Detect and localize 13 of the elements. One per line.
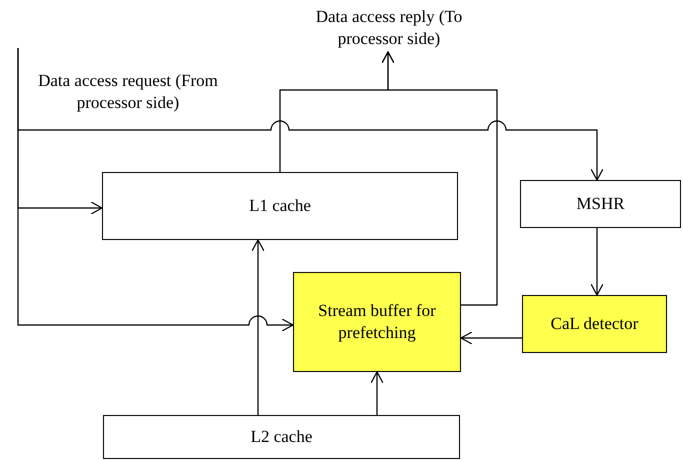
arrow bbox=[17, 48, 294, 332]
node-text: Data access reply (To processor side) bbox=[296, 4, 482, 52]
arrow bbox=[590, 228, 604, 296]
arrow bbox=[381, 51, 498, 306]
process-box: CaL detector bbox=[522, 295, 667, 353]
arrow bbox=[370, 371, 384, 415]
arrow bbox=[460, 331, 522, 345]
process-box: L2 cache bbox=[103, 415, 460, 459]
signal-label: Data access request (From processor side) bbox=[37, 70, 219, 114]
process-box: MSHR bbox=[520, 180, 681, 228]
process-box: Stream buffer for prefetching bbox=[293, 272, 461, 372]
process-box: L1 cache bbox=[102, 172, 458, 240]
arrow bbox=[251, 239, 265, 415]
